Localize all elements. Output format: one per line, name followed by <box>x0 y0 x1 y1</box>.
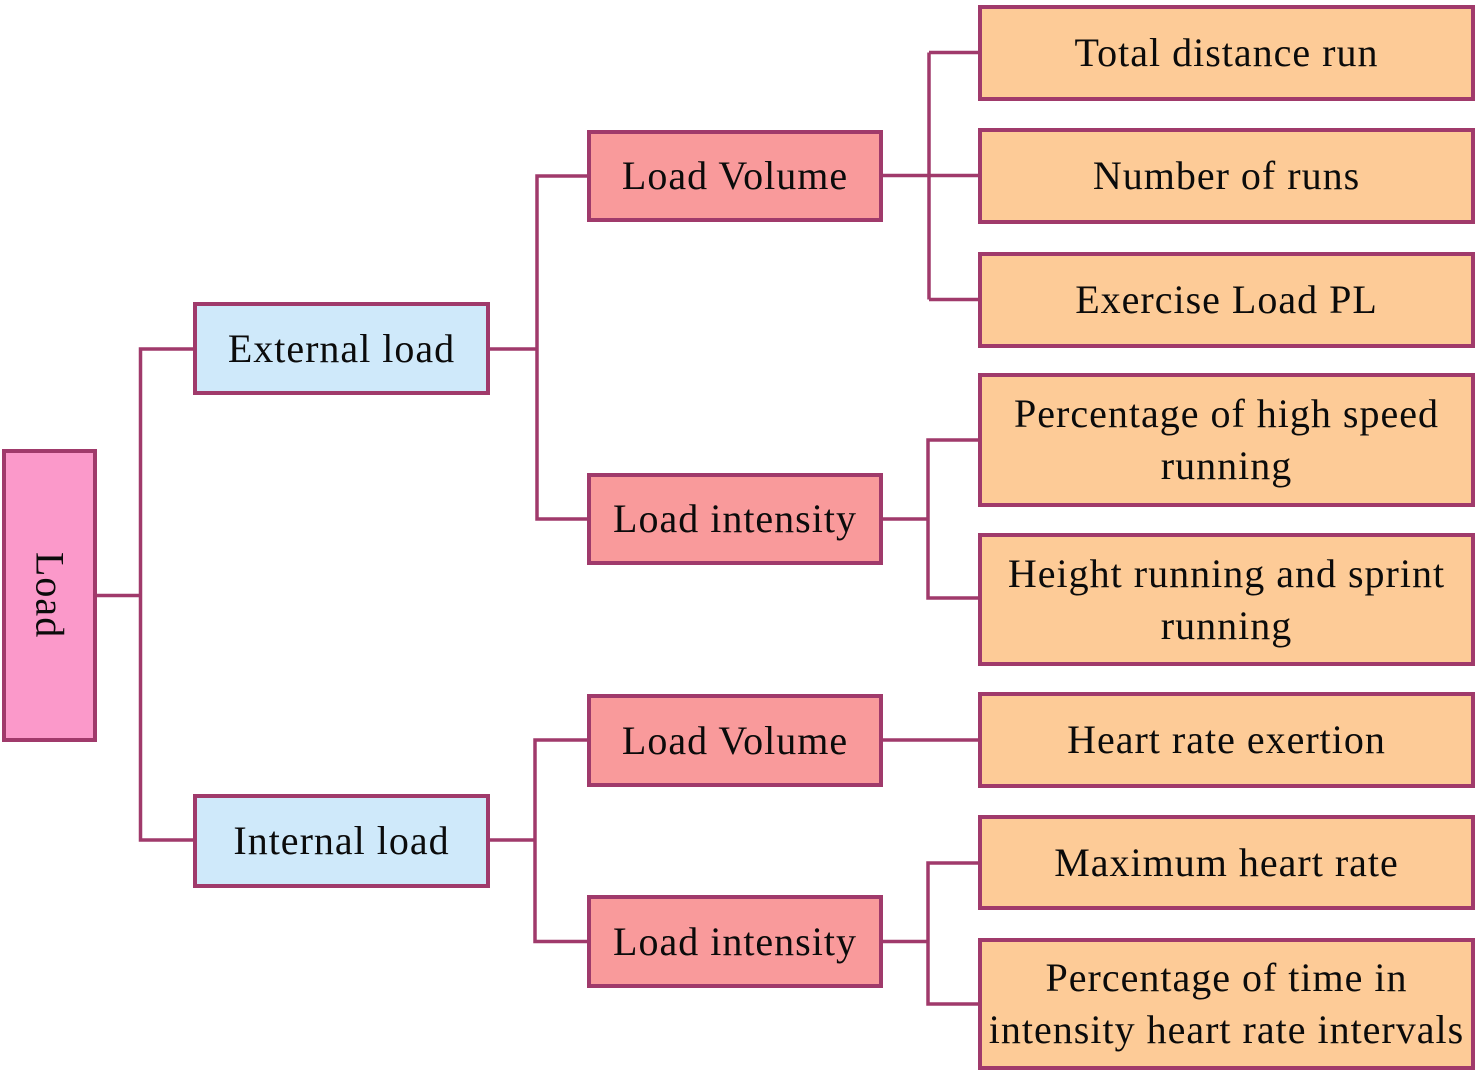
leaf-node-percentage-high-speed-running: Percentage of high speed running <box>978 373 1475 507</box>
leaf-label-line: Number of runs <box>1092 153 1361 198</box>
category-node-load-intensity-external: Load intensity <box>587 473 883 565</box>
branch-node-label: Internal load <box>233 818 450 863</box>
category-node-label: Load intensity <box>613 918 857 964</box>
leaf-node-maximum-heart-rate: Maximum heart rate <box>978 815 1475 910</box>
category-node-load-volume-external: Load Volume <box>587 130 883 222</box>
category-node-label: Load intensity <box>613 496 857 541</box>
leaf-node-exercise-load-pl: Exercise Load PL <box>978 252 1475 348</box>
connector-loadintensity2-children <box>926 861 978 1006</box>
leaf-label-line: Percentage of time in <box>1045 955 1408 1000</box>
leaf-label-line: intensity heart rate intervals <box>988 1007 1465 1052</box>
leaf-node-total-distance-run: Total distance run <box>978 5 1475 101</box>
leaf-node-height-running-and-sprint-running: Height running and sprint running <box>978 533 1475 666</box>
leaf-label-line: running <box>1160 602 1293 648</box>
connector-internal-children <box>533 738 587 944</box>
category-node-label: Load Volume <box>621 717 849 763</box>
root-node-load: Load <box>2 449 97 742</box>
leaf-label-line: Exercise Load PL <box>1075 277 1378 322</box>
connector-loadintensity1-children <box>926 438 978 600</box>
branch-node-label: External load <box>227 325 456 371</box>
branch-node-external-load: External load <box>193 302 490 395</box>
connector-trunk-to-branches <box>138 347 193 842</box>
leaf-label-line: running <box>1160 443 1293 488</box>
category-node-load-volume-internal: Load Volume <box>587 694 883 787</box>
leaf-label-line: Maximum heart rate <box>1054 839 1399 885</box>
leaf-node-number-of-runs: Number of runs <box>978 128 1475 224</box>
leaf-label-line: Height running and sprint <box>1007 550 1446 596</box>
leaf-node-heart-rate-exertion: Heart rate exertion <box>978 692 1475 788</box>
category-node-load-intensity-internal: Load intensity <box>587 895 883 988</box>
leaf-label-line: Heart rate exertion <box>1067 717 1386 762</box>
category-node-label: Load Volume <box>621 153 849 198</box>
leaf-label-line: Total distance run <box>1074 30 1379 75</box>
leaf-label-line: Percentage of high speed <box>1014 391 1439 436</box>
leaf-node-percentage-time-intensity-heart-rate-intervals: Percentage of time in intensity heart ra… <box>978 938 1475 1070</box>
connector-external-children <box>535 174 587 521</box>
branch-node-internal-load: Internal load <box>193 794 490 888</box>
root-node-label: Load <box>27 552 73 639</box>
